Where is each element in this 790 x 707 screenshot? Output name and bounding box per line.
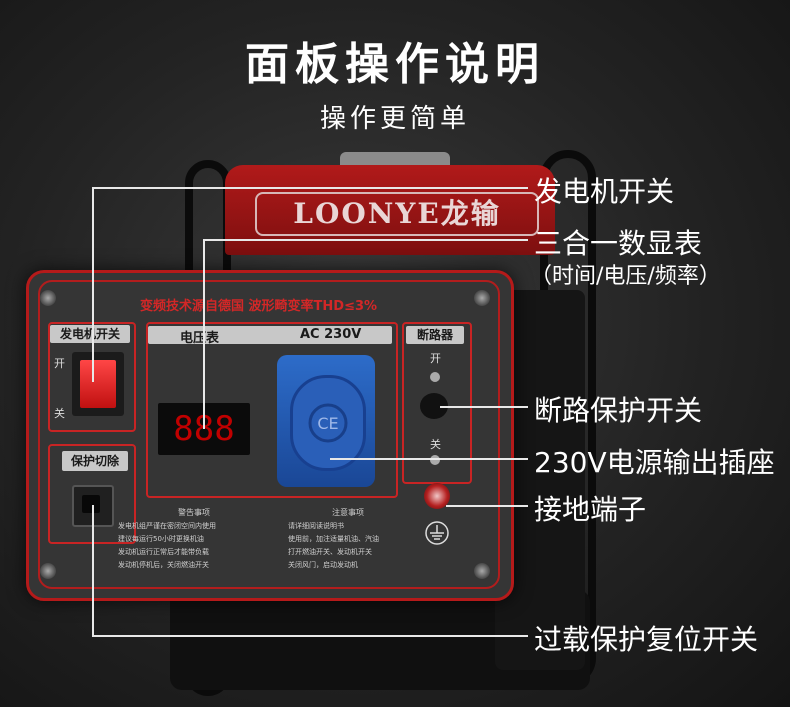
callout-line-socket xyxy=(330,458,528,460)
switch-off-label: 关 xyxy=(54,407,65,420)
callout-socket: 230V电源输出插座 xyxy=(534,446,775,479)
callout-line-breaker xyxy=(440,406,528,408)
callout-line-generator-switch xyxy=(92,187,94,382)
callout-meter: 三合一数显表 xyxy=(534,227,703,260)
page-subtitle: 操作更简单 xyxy=(319,104,470,134)
warning-item: 发电机组严谨在密闭空间内使用 xyxy=(118,522,216,530)
screw-icon xyxy=(40,290,56,306)
meter-label: 电压表 xyxy=(180,331,220,346)
notes-title: 注意事项 xyxy=(332,508,364,517)
callout-line-reset xyxy=(92,505,94,637)
breaker-on-label: 开 xyxy=(430,352,441,365)
callout-meter-sub: （时间/电压/频率） xyxy=(530,264,721,289)
note-item: 关闭风门，启动发动机 xyxy=(288,561,358,569)
panel-heading: 变频技术源自德国 波形畸变率THD≤3% xyxy=(140,299,378,314)
callout-breaker-switch: 断路保护开关 xyxy=(534,394,703,427)
callout-reset-switch: 过载保护复位开关 xyxy=(534,623,759,656)
warning-item: 发动机停机后，关闭燃油开关 xyxy=(118,561,209,569)
page-title: 面板操作说明 xyxy=(245,39,545,90)
callout-ground: 接地端子 xyxy=(534,493,647,526)
switch-on-label: 开 xyxy=(54,357,65,370)
screw-icon xyxy=(40,563,56,579)
socket-cover: CE xyxy=(290,375,366,471)
breaker-off-label: 关 xyxy=(430,438,441,451)
svg-text:CE: CE xyxy=(317,414,338,433)
breaker-post-icon xyxy=(430,455,440,465)
generator-switch-box-label: 发电机开关 xyxy=(50,325,130,343)
ce-mark-icon: CE xyxy=(308,403,348,443)
meter-socket-box xyxy=(146,322,398,498)
note-item: 使用前，加注适量机油、汽油 xyxy=(288,535,379,543)
brand-logo: LOONYE龙输 xyxy=(255,192,539,236)
screw-icon xyxy=(474,290,490,306)
callout-line-meter xyxy=(203,239,528,241)
callout-generator-switch: 发电机开关 xyxy=(534,175,675,208)
callout-line-generator-switch xyxy=(92,187,528,189)
ground-symbol-icon xyxy=(425,521,449,545)
warning-item: 建议每运行50小时更换机油 xyxy=(118,535,204,543)
reset-switch[interactable] xyxy=(82,495,100,513)
warnings-title: 警告事项 xyxy=(178,508,210,517)
screw-icon xyxy=(474,563,490,579)
meter-socket-header xyxy=(148,326,392,344)
warning-item: 发动机运行正常后才能带负载 xyxy=(118,548,209,556)
control-panel-border xyxy=(38,280,500,589)
callout-line-meter xyxy=(203,239,205,429)
breaker-box-label: 断路器 xyxy=(406,326,464,344)
callout-line-reset xyxy=(92,635,528,637)
callout-line-ground xyxy=(446,505,528,507)
ground-terminal[interactable] xyxy=(424,483,450,509)
note-item: 请详细阅读说明书 xyxy=(288,522,344,530)
ac-voltage-label: AC 230V xyxy=(300,327,362,342)
reset-switch-box-label: 保护切除 xyxy=(62,451,128,471)
breaker-post-icon xyxy=(430,372,440,382)
generator-switch[interactable] xyxy=(80,360,116,408)
note-item: 打开燃油开关、发动机开关 xyxy=(288,548,372,556)
